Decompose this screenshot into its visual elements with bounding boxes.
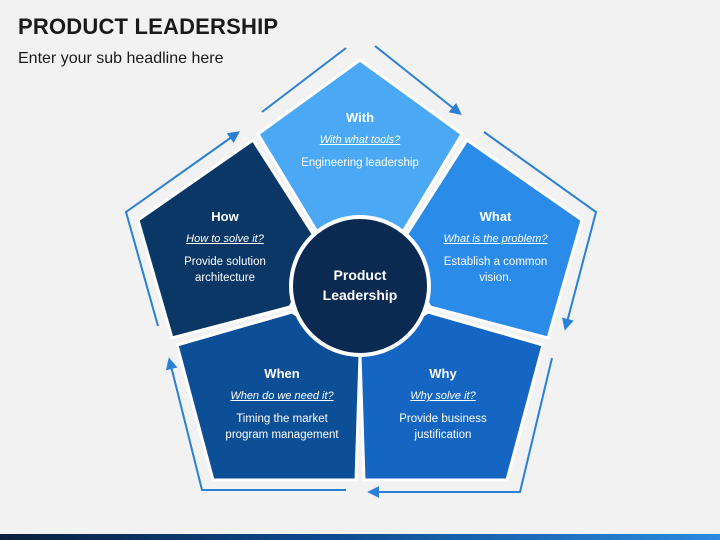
segment-heading: Why <box>429 366 457 381</box>
segment-question: How to solve it? <box>186 233 264 245</box>
segment-question: With what tools? <box>319 134 401 146</box>
segment-desc: Timing the market <box>236 413 328 425</box>
segment-text-when: When When do we need it? Timing the mark… <box>202 366 362 443</box>
segment-question: What is the problem? <box>443 233 548 245</box>
segment-why <box>358 310 545 482</box>
segment-desc: architecture <box>194 272 256 284</box>
segment-desc: Provide solution <box>184 256 266 268</box>
segment-text-what: What What is the problem? Establish a co… <box>418 209 573 286</box>
arrow-top-left <box>261 47 347 113</box>
segment-desc: justification <box>414 429 472 441</box>
segment-desc: Engineering leadership <box>301 157 419 169</box>
segment-question: When do we need it? <box>230 390 334 402</box>
center-circle <box>289 215 431 357</box>
segment-heading: What <box>479 209 512 224</box>
arrow-bottom-left <box>165 357 346 491</box>
center-label-line2: Leadership <box>322 287 398 303</box>
segment-desc: Provide business <box>399 413 487 425</box>
bottom-accent-bar <box>0 534 720 540</box>
segment-how <box>136 138 324 340</box>
segment-heading: When <box>264 366 300 381</box>
segment-desc: vision. <box>479 272 512 284</box>
segment-heading: How <box>211 209 239 224</box>
arrow-right <box>483 131 598 331</box>
center-label-line1: Product <box>333 267 387 283</box>
arrow-bottom-right <box>367 357 553 498</box>
segment-desc: Establish a common <box>443 256 548 268</box>
page-title: PRODUCT LEADERSHIP <box>18 14 279 39</box>
segment-text-why: Why Why solve it? Provide business justi… <box>368 366 518 443</box>
segment-when <box>175 310 362 482</box>
segment-heading: With <box>345 110 375 125</box>
segment-text-how: How How to solve it? Provide solution ar… <box>150 209 300 286</box>
page-subtitle: Enter your sub headline here <box>18 50 224 67</box>
arrow-left <box>124 131 240 327</box>
segment-desc: program management <box>225 429 339 441</box>
segment-text-with: With With what tools? Engineering leader… <box>285 110 435 171</box>
segment-what <box>396 138 584 340</box>
segment-question: Why solve it? <box>410 390 476 402</box>
center-label: Product Leadership <box>310 265 410 305</box>
arrow-top-right <box>374 45 462 115</box>
